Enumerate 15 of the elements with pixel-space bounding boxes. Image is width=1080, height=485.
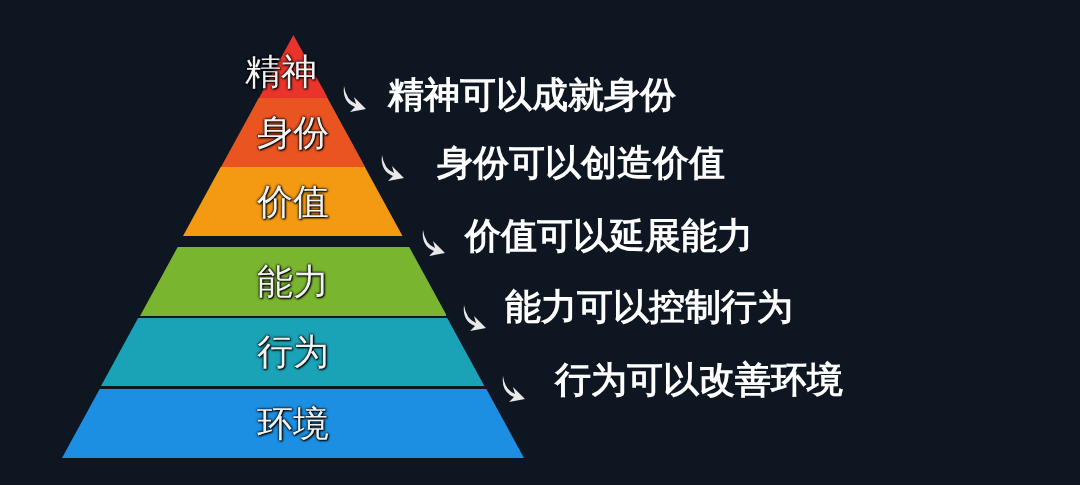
layer-label: 行为 <box>257 334 329 370</box>
statement-text: 能力可以控制行为 <box>505 289 793 325</box>
layer-label: 身份 <box>257 114 329 151</box>
layer-label: 环境 <box>257 405 329 442</box>
pyramid-layer <box>62 389 524 458</box>
pyramid-layer <box>220 98 366 167</box>
layer-label: 能力 <box>257 263 329 300</box>
statement-text: 行为可以改善环境 <box>555 362 843 398</box>
statement-text: 精神可以成就身份 <box>388 77 676 113</box>
pyramid-layer <box>183 167 403 236</box>
statement-text: 价值可以延展能力 <box>465 218 753 254</box>
layer-label: 价值 <box>257 183 329 220</box>
pyramid-layer <box>101 318 485 386</box>
statement-text: 身份可以创造价值 <box>437 145 725 181</box>
pyramid-layer <box>139 247 447 316</box>
